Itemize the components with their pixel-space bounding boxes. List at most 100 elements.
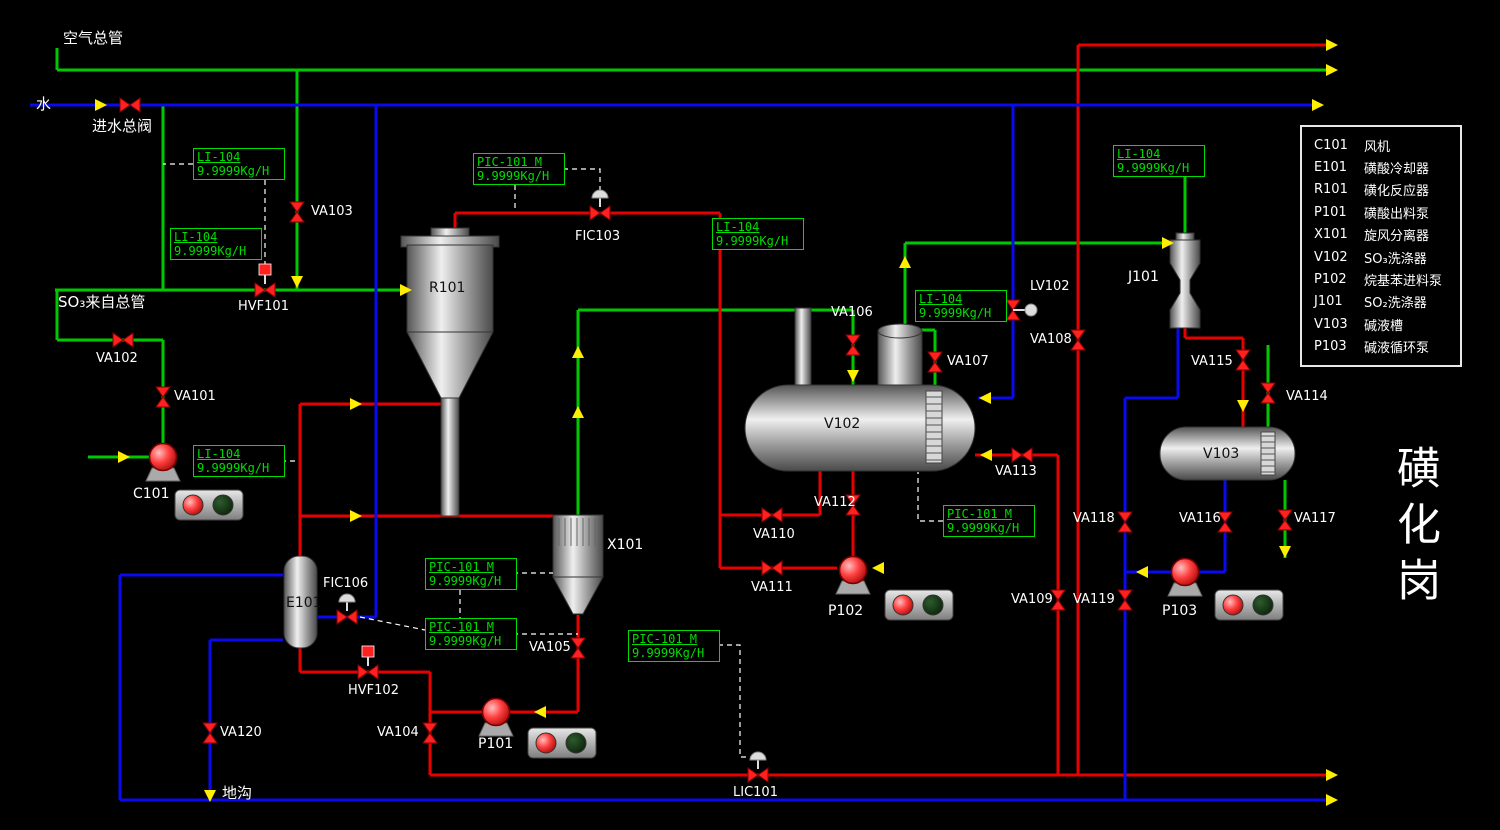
valve-label-FIC106: FIC106 [323,576,369,591]
valve-HVF102[interactable] [357,645,379,680]
valve-VA114[interactable] [1260,382,1276,404]
instrument-tag: LI-104 [197,150,241,164]
instrument-tag: PIC-101 M [429,620,495,634]
valve-FIC103[interactable] [589,189,611,221]
vessel-V102 [744,307,976,472]
instrument-tag: PIC-101 M [477,155,543,169]
instrument-value: 9.9999Kg/H [947,521,1020,535]
flow-arrow-icon [1237,400,1249,412]
valve-VA120[interactable] [202,722,218,744]
valve-VA110[interactable] [761,507,783,523]
valve-label-VA108: VA108 [1030,332,1072,347]
valve-label-VA111: VA111 [751,580,793,595]
valve-VA106[interactable] [845,334,861,356]
valve-VA113[interactable] [1011,447,1033,463]
legend-code: R101 [1314,182,1348,198]
pump-P103[interactable] [1167,557,1203,597]
valve-LV102[interactable] [1005,299,1038,321]
vessel-V103 [1159,426,1296,481]
equipment-label-C101: C101 [133,486,170,502]
legend-code: P103 [1314,339,1347,355]
valve-label-VA120: VA120 [220,725,262,740]
legend-code: V102 [1314,249,1348,265]
flow-arrow-icon [980,449,992,461]
vessel-X101 [552,514,604,615]
valve-label-LIC101: LIC101 [733,785,778,800]
valve-label-VA119: VA119 [1073,592,1115,607]
status-panel-C101[interactable] [174,489,244,521]
status-panel-P103[interactable] [1214,589,1284,621]
valve-label-LV102: LV102 [1030,279,1070,294]
pump-C101[interactable] [145,442,181,482]
valve-VA102[interactable] [112,332,134,348]
valve-VA104[interactable] [422,722,438,744]
flow-arrow-icon [118,451,130,463]
legend-name: 磺化反应器 [1364,184,1430,200]
valve-label-VA102: VA102 [96,351,138,366]
equipment-label-E101: E101 [286,595,322,611]
valve-VA103[interactable] [289,201,305,223]
flow-arrow-icon [1326,64,1338,76]
instrument-value: 9.9999Kg/H [1117,161,1190,175]
label-so3-main: SO₃来自总管 [58,293,146,311]
flow-arrow-icon [1312,99,1324,111]
pump-P102[interactable] [835,555,871,595]
instrument-tag: LI-104 [1117,147,1161,161]
valve-VA116[interactable] [1217,511,1233,533]
flow-arrow-icon [534,706,546,718]
flow-arrow-icon [1136,566,1148,578]
valve-LIC101[interactable] [747,751,769,783]
flow-arrow-icon [1162,237,1174,249]
valve-label-VA113: VA113 [995,464,1037,479]
flow-arrow-icon [899,256,911,268]
valve-label-VA103: VA103 [311,204,353,219]
valve-VA117[interactable] [1277,509,1293,531]
legend-name: 旋风分离器 [1364,229,1430,245]
legend-code: E101 [1314,160,1348,176]
valve-VA107[interactable] [927,351,943,373]
valve-HVF101[interactable] [254,263,276,298]
valve-VA119[interactable] [1117,589,1133,611]
legend-code: X101 [1314,227,1348,243]
valve-VA108[interactable] [1070,329,1086,351]
valve-label-VA114: VA114 [1286,389,1328,404]
instrument-tag: PIC-101 M [947,507,1013,521]
pump-P101[interactable] [478,697,514,737]
legend-name: 风机 [1364,139,1391,155]
valve-water-main[interactable] [119,97,141,113]
instrument-value: 9.9999Kg/H [716,234,789,248]
valve-VA109[interactable] [1050,589,1066,611]
status-panel-P101[interactable] [527,727,597,759]
valve-label-VA115: VA115 [1191,354,1233,369]
flow-arrow-icon [1279,546,1291,558]
valve-label-FIC103: FIC103 [575,229,621,244]
equipment-label-V103: V103 [1203,446,1240,462]
valve-VA101[interactable] [155,386,171,408]
status-panel-P102[interactable] [884,589,954,621]
flow-arrow-icon [979,392,991,404]
flow-arrow-icon [1326,794,1338,806]
instrument-value: 9.9999Kg/H [429,574,502,588]
valve-VA112[interactable] [845,494,861,516]
valve-VA111[interactable] [761,560,783,576]
valve-VA105[interactable] [570,637,586,659]
valve-VA118[interactable] [1117,511,1133,533]
equipment-label-R101: R101 [429,280,466,296]
valve-FIC106[interactable] [336,593,358,625]
valve-VA115[interactable] [1235,349,1251,371]
